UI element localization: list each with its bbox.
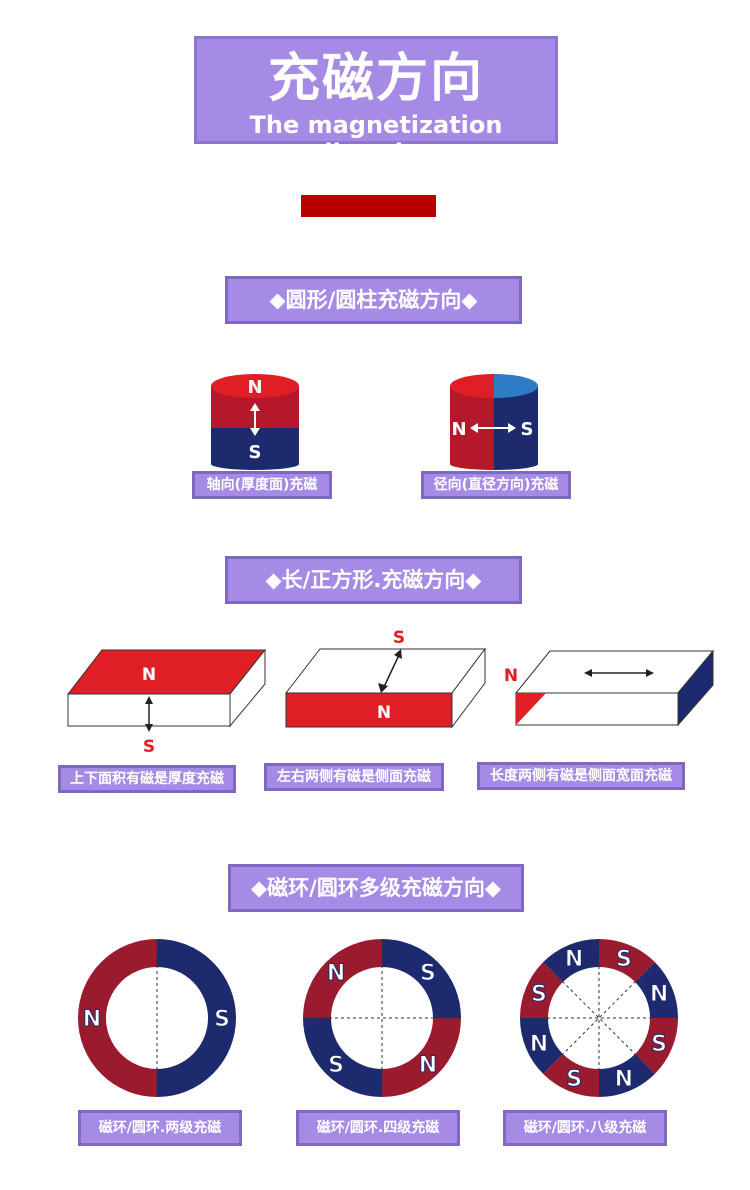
divider-line: [561, 980, 637, 1056]
section-heading-ring: ◆磁环/圆环多级充磁方向◆: [228, 864, 524, 912]
section-heading-square: ◆长/正方形.充磁方向◆: [225, 556, 522, 604]
pole-n-label: N: [377, 703, 391, 723]
caption-radial: 径向(直径方向)充磁: [421, 471, 571, 499]
ring-four-pole-illustration: N S S N: [303, 939, 461, 1097]
ring-segment: [520, 939, 678, 1097]
pole-s-label: S: [521, 419, 534, 440]
ring-segment: [520, 939, 678, 1097]
caption-side: 左右两侧有磁是侧面充磁: [264, 763, 444, 791]
ring-segment: [520, 939, 678, 1097]
ring-segment: [520, 939, 678, 1097]
pole-n-label: N: [247, 377, 262, 398]
block-side-illustration: S N: [284, 628, 486, 729]
pole-label: N: [565, 947, 583, 972]
pole-label: S: [616, 947, 632, 972]
caption-ring-four: 磁环/圆环.四级充磁: [296, 1110, 460, 1146]
pole-label: N: [615, 1067, 633, 1092]
pole-label: N: [327, 961, 345, 986]
pole-s-label: S: [143, 737, 155, 757]
pole-label: S: [566, 1067, 582, 1092]
pole-label: S: [420, 961, 436, 986]
divider-line: [561, 980, 637, 1056]
page-title: 充磁方向: [267, 49, 484, 109]
divider-bar: [301, 195, 436, 217]
ring-segment: [520, 939, 678, 1097]
caption-ring-eight: 磁环/圆环.八级充磁: [503, 1110, 667, 1146]
ring-segment: [520, 939, 678, 1097]
pole-label: N: [650, 982, 668, 1007]
pole-label: N: [530, 1032, 548, 1057]
pole-n-label: N: [142, 665, 156, 685]
title-banner: 充磁方向 The magnetization direction: [194, 36, 558, 167]
pole-s-label: S: [393, 628, 405, 648]
pole-s-label: S: [249, 442, 262, 463]
pole-label: S: [531, 982, 547, 1007]
radial-cylinder-illustration: N S: [450, 374, 538, 470]
pole-label: N: [83, 1007, 101, 1032]
block-thickness-illustration: N S: [66, 648, 267, 757]
pole-label: S: [651, 1032, 667, 1057]
pole-n-label: N: [451, 419, 466, 440]
pole-label: S: [328, 1053, 344, 1078]
ring-segment: [520, 939, 678, 1097]
axial-cylinder-illustration: N S: [211, 374, 299, 470]
caption-ring-two: 磁环/圆环.两级充磁: [78, 1110, 242, 1146]
pole-label: S: [214, 1007, 230, 1032]
section-heading-round: ◆圆形/圆柱充磁方向◆: [225, 276, 522, 324]
caption-axial: 轴向(厚度面)充磁: [192, 471, 332, 499]
pole-label: N: [419, 1053, 437, 1078]
caption-thickness: 上下面积有磁是厚度充磁: [58, 765, 236, 793]
caption-length: 长度两侧有磁是侧面宽面充磁: [477, 762, 685, 790]
block-length-illustration: N: [504, 649, 715, 727]
pole-n-label: N: [504, 666, 518, 686]
page-subtitle: The magnetization direction: [249, 111, 503, 167]
